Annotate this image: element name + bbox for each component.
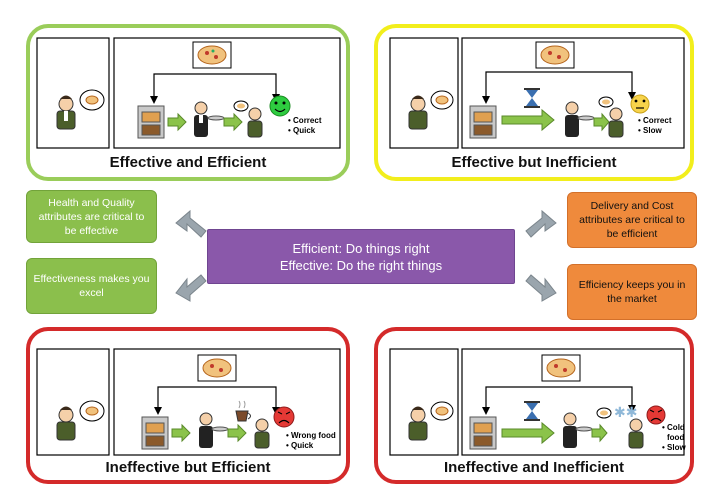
- pizza-thought-bubble-icon: [79, 89, 105, 111]
- quadrant-ineffective-efficient: • Wrong food• Quick Ineffective but Effi…: [26, 327, 350, 484]
- coffee-cup-icon: [235, 400, 251, 422]
- pizza-order-icon: [192, 41, 232, 69]
- scenario-illustration: [389, 37, 685, 149]
- arrow-to-effectiveness-box: [175, 274, 207, 302]
- customer-icon: [408, 406, 428, 441]
- customer-icon: [254, 418, 270, 449]
- definition-box: Efficient: Do things right Effective: Do…: [207, 229, 515, 284]
- pizza-thought-bubble-icon: [430, 90, 454, 110]
- delivery-cost-box: Delivery and Cost attributes are critica…: [567, 192, 697, 248]
- waiter-icon: [563, 412, 593, 448]
- hourglass-icon: [524, 88, 540, 108]
- waiter-icon: [565, 101, 595, 137]
- waiter-icon: [194, 101, 225, 137]
- pizza-thought-bubble-icon: [79, 400, 105, 422]
- pizza-thought-bubble-icon: [430, 401, 454, 421]
- customer-icon: [247, 107, 263, 138]
- pizza-order-icon: [535, 41, 575, 69]
- happy-face-icon: [269, 95, 291, 117]
- quadrant-effective-efficient: • Correct• Quick Effective and Efficient: [26, 24, 350, 181]
- customer-icon: [408, 95, 428, 130]
- scenario-illustration: ✱✱: [389, 348, 685, 456]
- angry-face-icon: [646, 405, 666, 425]
- health-quality-box: Health and Quality attributes are critic…: [26, 190, 157, 243]
- outcome-note: • Correct• Quick: [288, 116, 322, 135]
- customer-icon: [608, 107, 624, 138]
- arrow-to-delivery-box: [525, 209, 557, 238]
- pizza-thought-bubble-icon: [233, 100, 249, 112]
- svg-text:✱✱: ✱✱: [614, 405, 637, 421]
- pizza-order-icon: [197, 354, 237, 382]
- quadrant-title: Ineffective and Inefficient: [443, 459, 625, 476]
- arrow-to-efficiency-box: [525, 274, 557, 302]
- waiter-icon: [199, 412, 229, 448]
- customer-icon: [56, 95, 76, 130]
- kitchen-oven-icon: [469, 105, 497, 139]
- outcome-note: • Wrong food• Quick: [286, 431, 336, 450]
- neutral-face-icon: [630, 94, 650, 114]
- quadrant-title: Ineffective but Efficient: [105, 459, 271, 476]
- kitchen-oven-icon: [141, 416, 169, 450]
- quadrant-title: Effective and Efficient: [109, 154, 267, 171]
- outcome-note: • Correct• Slow: [638, 116, 672, 135]
- effectiveness-box: Effectiveness makes you excel: [26, 258, 157, 314]
- customer-icon: [628, 418, 644, 449]
- effective-definition: Effective: Do the right things: [279, 257, 443, 273]
- arrow-to-health-box: [175, 209, 207, 238]
- pizza-order-icon: [541, 354, 581, 382]
- scenario-illustration: [36, 37, 341, 149]
- cold-snowflake-icon: ✱✱: [614, 405, 637, 421]
- quadrant-title: Effective but Inefficient: [451, 154, 617, 171]
- scenario-illustration: [36, 348, 341, 456]
- customer-icon: [56, 406, 76, 441]
- efficient-definition: Efficient: Do things right: [292, 240, 430, 256]
- efficiency-box: Efficiency keeps you in the market: [567, 264, 697, 320]
- quadrant-effective-inefficient: • Correct• Slow Effective but Inefficien…: [374, 24, 694, 181]
- angry-face-icon: [273, 406, 295, 428]
- hourglass-icon: [524, 401, 540, 421]
- kitchen-oven-icon: [137, 105, 165, 139]
- kitchen-oven-icon: [469, 416, 497, 450]
- pizza-thought-bubble-icon: [596, 407, 612, 419]
- pizza-thought-bubble-icon: [598, 96, 614, 108]
